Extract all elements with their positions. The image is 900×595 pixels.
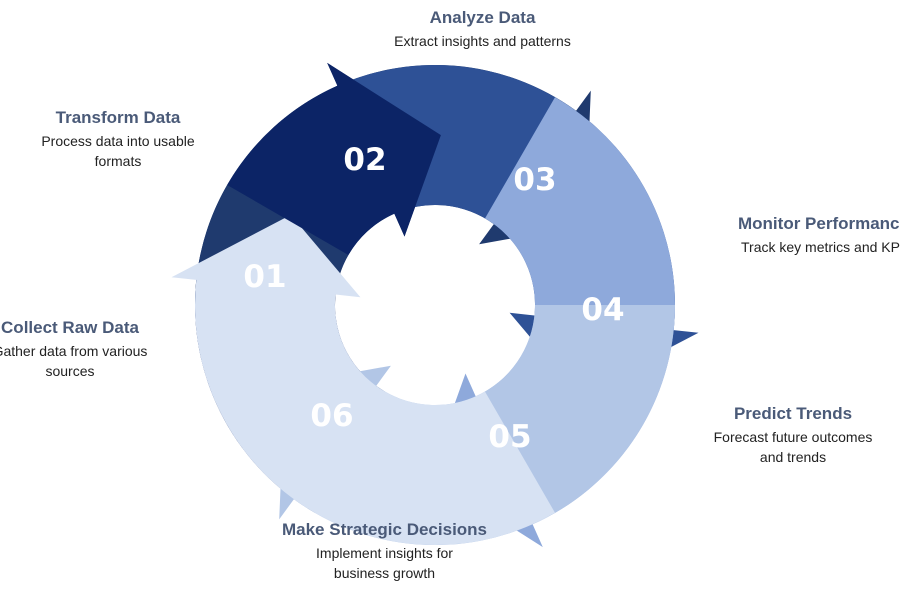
step-02-description-line2: formats	[94, 153, 142, 169]
step-04-description: Track key metrics and KPIs	[741, 239, 900, 255]
step-02-title: Transform Data	[55, 108, 181, 127]
step-04-title: Monitor Performance	[738, 214, 900, 233]
step-02-label: Transform Data Process data into usable …	[18, 108, 218, 171]
step-03-title: Analyze Data	[429, 8, 536, 27]
step-04-number: 04	[581, 292, 624, 328]
step-02-number: 02	[343, 142, 386, 178]
step-05-title: Predict Trends	[733, 404, 853, 423]
step-05-label: Predict Trends Forecast future outcomes …	[693, 404, 893, 467]
step-01-number: 01	[243, 259, 286, 295]
step-05-number: 05	[488, 419, 531, 455]
step-02-description-line1: Process data into usable	[41, 133, 195, 149]
step-03-number: 03	[513, 162, 556, 198]
step-06-number: 06	[310, 398, 353, 434]
step-06-label: Make Strategic Decisions Implement insig…	[262, 520, 507, 583]
step-05-description-line1: Forecast future outcomes	[713, 429, 873, 445]
step-04-label: Monitor Performance Track key metrics an…	[738, 214, 900, 257]
step-1-arrow-head	[227, 62, 441, 256]
step-6-arrow	[171, 214, 555, 545]
step-06-description-line2: business growth	[333, 565, 436, 581]
step-01-description-line1: Gather data from various	[0, 343, 148, 359]
step-05-description-line2: and trends	[759, 449, 827, 465]
step-06-title: Make Strategic Decisions	[281, 520, 488, 539]
step-03-description: Extract insights and patterns	[394, 33, 571, 49]
step-06-description-line1: Implement insights for	[316, 545, 453, 561]
step-01-label: Collect Raw Data Gather data from variou…	[0, 318, 165, 381]
step-01-title: Collect Raw Data	[1, 318, 139, 337]
step-03-label: Analyze Data Extract insights and patter…	[360, 8, 605, 51]
step-01-description-line2: sources	[45, 363, 95, 379]
